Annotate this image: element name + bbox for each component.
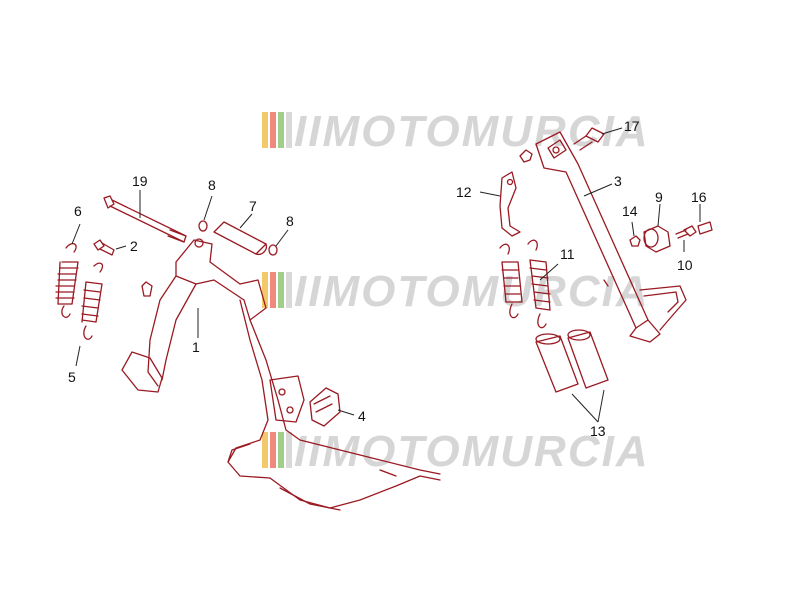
pivot-nut [519,149,533,163]
side-stand-spring-a [499,243,523,319]
long-bolt [103,195,187,243]
callout-17: 17 [624,118,640,134]
stud-bolt [93,239,115,256]
callout-8-left: 8 [208,177,216,193]
rubber-stopper [643,225,671,253]
pivot-pin [213,221,268,256]
washer-right [268,244,278,256]
callout-7: 7 [249,198,257,214]
spring-right [81,262,104,340]
watermark-text: IIMOTOMURCIA [294,267,650,316]
callout-1: 1 [192,339,200,355]
watermark-bottom: IIMOTOMURCIA [262,427,650,476]
watermark-text: IIMOTOMURCIA [294,427,650,476]
spring-sleeve-b [567,329,609,389]
callout-14: 14 [622,203,638,219]
watermark-top: IIMOTOMURCIA [262,107,650,156]
callout-3: 3 [614,173,622,189]
washer-left [198,220,208,232]
callout-numbers: 1 2 3 4 5 6 7 8 8 9 10 11 12 13 14 16 17… [68,118,707,439]
callout-12: 12 [456,184,472,200]
callout-9: 9 [655,189,663,205]
callout-6: 6 [74,203,82,219]
rubber-pad [309,387,341,427]
callout-19: 19 [132,173,148,189]
side-stand-bolt [573,127,605,151]
callout-2: 2 [130,238,138,254]
callout-13: 13 [590,423,606,439]
callout-10: 10 [677,257,693,273]
center-stand-frame [121,238,441,511]
stopper-screw [675,221,713,239]
callout-16: 16 [691,189,707,205]
callout-4: 4 [358,408,366,424]
small-nut [629,235,641,247]
callout-11: 11 [560,246,575,262]
side-stand-leg [535,131,687,343]
leader-lines [71,127,701,423]
spring-bracket [499,171,521,237]
callout-8-right: 8 [286,213,294,229]
callout-5: 5 [68,369,76,385]
watermark-text: IIMOTOMURCIA [294,107,650,156]
watermark-middle: IIMOTOMURCIA [262,267,650,316]
spring-left [55,243,79,318]
spring-sleeve-a [535,333,579,393]
side-stand-spring-b [527,239,551,329]
